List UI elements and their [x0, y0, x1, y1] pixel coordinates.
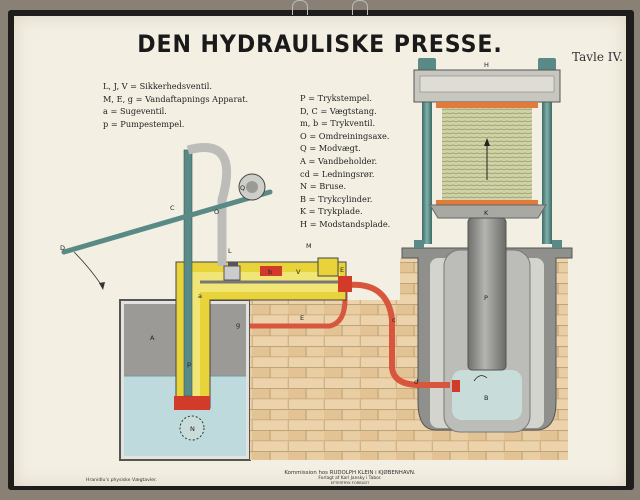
hanging-clip [352, 0, 368, 15]
press-frame [413, 58, 562, 248]
legend-item: H = Modstandsplade. [300, 218, 391, 229]
footer-line: EFTERTRYK FORBUDT [330, 481, 370, 485]
pressure-valve [260, 266, 282, 276]
footer-series: Hranidlu's physiske Vægtavler. [86, 478, 157, 483]
label-Q: Q [240, 184, 245, 192]
legend-item: P = Trykstempel. [300, 93, 372, 103]
legend-item: N = Bruse. [300, 181, 347, 192]
label-H: H [484, 61, 489, 69]
legend-item: O = Omdreiningsaxe. [300, 130, 390, 141]
footer-line: Forlagt af Karl Jansky i Tabor. [318, 476, 382, 481]
legend-item: m, b = Trykventil. [300, 118, 376, 129]
label-E: E [300, 314, 304, 322]
label-a: a [198, 292, 202, 300]
label-L: L [228, 247, 232, 255]
legend-item: Q = Modvægt. [300, 143, 361, 154]
label-c: c [392, 316, 396, 324]
plate-number: Tavle IV. [572, 50, 623, 64]
label-N: N [190, 425, 195, 433]
label-C: C [170, 204, 175, 212]
pump-lever [61, 143, 273, 397]
label-g: g [236, 321, 240, 329]
legend-item: M, E, g = Vandaftapnings Apparat. [103, 93, 249, 104]
supply-pipe [347, 281, 450, 388]
label-E-upper: E [340, 266, 344, 274]
pump-housing [174, 257, 352, 441]
footer-line: Kommission hos RUDOLPH KLEIN i KJØBENHAV… [284, 470, 416, 476]
label-B: B [484, 394, 488, 402]
label-D: D [60, 244, 65, 252]
footer-publisher: Kommission hos RUDOLPH KLEIN i KJØBENHAV… [250, 470, 450, 485]
legend-left: L, J, V = Sikkerhedsventil. M, E, g = Va… [103, 80, 248, 130]
legend-item: cd = Ledningsrør. [300, 168, 375, 179]
label-M: M [306, 242, 312, 250]
legend-item: p = Pumpestempel. [103, 118, 185, 129]
legend-item: B = Trykcylinder. [300, 193, 373, 204]
label-b: b [268, 268, 272, 276]
legend-item: K = Trykplade. [300, 206, 363, 217]
label-A: A [150, 334, 155, 342]
hanging-clip [292, 0, 308, 15]
label-O: O [214, 208, 219, 216]
legend-item: a = Sugeventil. [103, 106, 167, 117]
poster-title: DEN HYDRAULISKE PRESSE. [137, 30, 503, 58]
label-d: d [414, 378, 418, 386]
label-V: V [296, 268, 301, 276]
legend-item: D, C = Vægtstang. [300, 105, 377, 116]
legend-item: A = Vandbeholder. [300, 155, 378, 166]
label-p: p [187, 360, 191, 368]
legend-right: P = Trykstempel. D, C = Vægtstang. m, b … [300, 92, 390, 231]
press-piston [467, 217, 507, 371]
suction-valve [174, 396, 210, 410]
legend-item: L, J, V = Sikkerhedsventil. [103, 81, 212, 91]
label-K: K [484, 209, 489, 217]
label-P: P [484, 294, 488, 302]
strainer [179, 415, 205, 441]
